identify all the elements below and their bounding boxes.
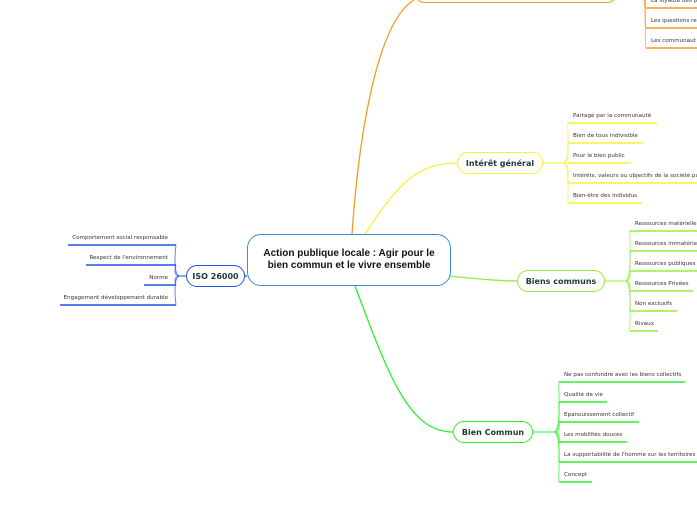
- leaf-connector: [174, 244, 186, 277]
- leaf-connector: [543, 162, 569, 184]
- leaf-connector: [605, 280, 631, 312]
- leaf-bien[interactable]: Les mobilités douces: [564, 432, 623, 438]
- leaf-biens[interactable]: Ressources immatérie: [635, 241, 697, 247]
- leaf-interet[interactable]: Partagé par la communauté: [573, 113, 652, 119]
- leaf-connector: [533, 431, 560, 443]
- leaf-connector: [174, 264, 186, 277]
- node-bien-commun[interactable]: Bien Commun: [453, 421, 533, 443]
- node-label: Biens communs: [525, 276, 597, 286]
- leaf-bien[interactable]: Qualité de vie: [564, 392, 603, 398]
- leaf-connector: [605, 250, 631, 282]
- leaf-interet[interactable]: Intérêts, valeurs ou objectifs de la soc…: [573, 173, 697, 179]
- leaf-connector: [174, 275, 186, 286]
- leaf-connector: [644, 0, 647, 9]
- leaf-connector: [543, 122, 569, 164]
- leaf-iso[interactable]: Engagement développement durable: [63, 295, 169, 301]
- leaf-connector: [533, 381, 560, 433]
- leaf-top[interactable]: Les questions re: [651, 18, 697, 24]
- leaf-connector: [605, 280, 631, 332]
- leaf-biens[interactable]: Ressources Privées: [635, 281, 689, 287]
- leaf-biens[interactable]: Non exclusifs: [635, 301, 673, 307]
- node-label: ISO 26000: [192, 271, 239, 281]
- leaf-iso[interactable]: Comportement social responsable: [72, 235, 168, 241]
- leaf-connector: [605, 270, 631, 282]
- leaf-connector: [543, 142, 569, 164]
- leaf-interet[interactable]: Pour le bien public: [573, 153, 625, 159]
- leaf-connector: [543, 162, 569, 204]
- leaf-interet[interactable]: Bien-être des individus: [573, 193, 638, 199]
- leaf-iso[interactable]: Norme: [149, 275, 168, 281]
- leaf-bien[interactable]: Ne pas confondre avec les biens collecti…: [564, 372, 682, 378]
- leaf-connector: [605, 280, 631, 292]
- leaf-connector: [533, 401, 560, 433]
- leaf-connector: [533, 431, 560, 483]
- node-label: Bien Commun: [461, 427, 525, 437]
- leaf-bien[interactable]: Epanouissement collectif: [564, 412, 635, 418]
- leaf-connector: [533, 431, 560, 463]
- leaf-bien[interactable]: Concept: [564, 472, 588, 478]
- leaf-iso[interactable]: Respect de l'environnement: [89, 255, 168, 261]
- leaf-bien[interactable]: La supportabilité de l'homme sur les ter…: [564, 452, 696, 458]
- leaf-interet[interactable]: Bien de tous indivisible: [573, 133, 638, 139]
- top-branch-node[interactable]: [414, 0, 618, 3]
- central-node[interactable]: Action publique locale : Agir pour le bi…: [247, 234, 451, 286]
- node-label: Intérêt général: [465, 158, 535, 168]
- leaf-connector: [174, 275, 186, 306]
- leaf-top[interactable]: La loyauté des p: [651, 0, 697, 4]
- node-iso-26000[interactable]: ISO 26000: [186, 265, 245, 287]
- central-title: Action publique locale : Agir pour le bi…: [263, 248, 435, 271]
- node-interet-general[interactable]: Intérêt général: [457, 152, 543, 174]
- node-biens-communs[interactable]: Biens communs: [517, 270, 605, 292]
- leaf-biens[interactable]: Ressources matérielle: [635, 221, 697, 227]
- leaf-top[interactable]: Les communaut: [651, 38, 696, 44]
- leaf-connector: [644, 0, 647, 29]
- leaf-connector: [643, 0, 647, 49]
- leaf-connector: [533, 421, 560, 433]
- leaf-biens[interactable]: Rivaux: [635, 321, 655, 327]
- leaf-biens[interactable]: Ressources publiques: [635, 261, 696, 267]
- leaf-connector: [605, 230, 631, 282]
